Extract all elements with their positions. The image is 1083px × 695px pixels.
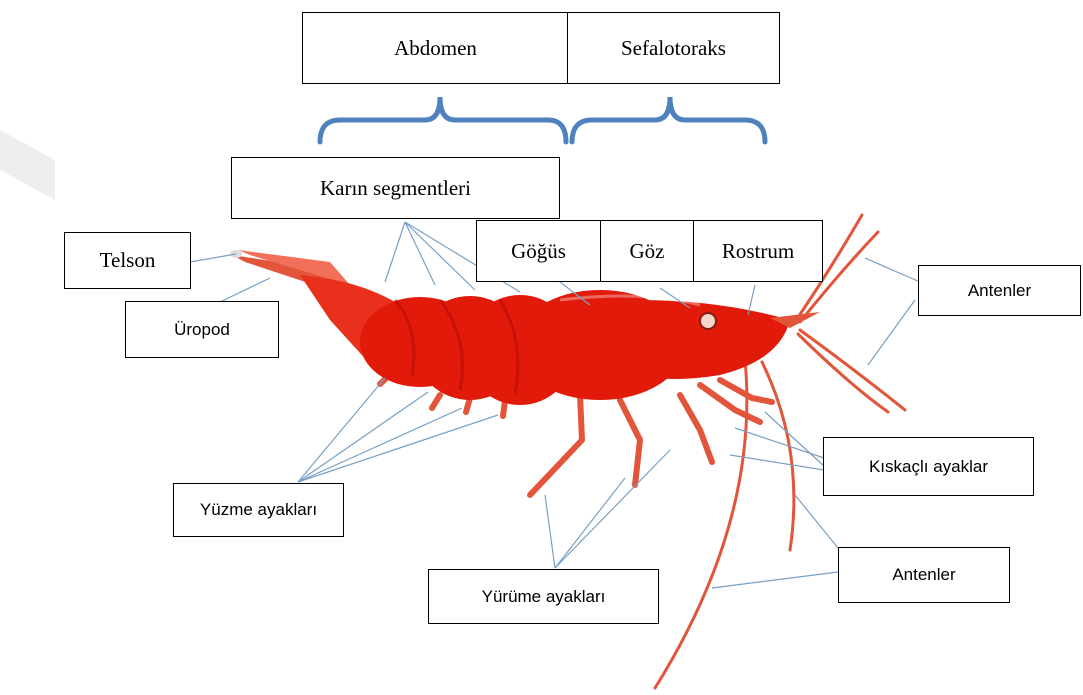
walking-legs-label: Yürüme ayakları [428, 569, 659, 624]
telson-label: Telson [64, 232, 191, 289]
eye-label: Göz [600, 220, 694, 282]
thorax-label: Göğüs [476, 220, 601, 282]
abdomen-label: Abdomen [302, 12, 569, 84]
antennae-lower-label: Antenler [838, 547, 1010, 603]
abdomen-brace [320, 97, 566, 142]
uropod-label: Üropod [125, 301, 279, 358]
rostrum-label: Rostrum [693, 220, 823, 282]
cephalothorax-brace [572, 97, 765, 142]
shrimp-body [300, 275, 790, 405]
chelipeds-label: Kıskaçlı ayaklar [823, 437, 1034, 496]
eye [700, 313, 716, 329]
abdominal-segments-label: Karın segmentleri [231, 157, 560, 219]
antennae-upper-label: Antenler [918, 265, 1081, 316]
section-braces [320, 97, 765, 142]
cephalothorax-label: Sefalotoraks [567, 12, 780, 84]
swimming-legs-label: Yüzme ayakları [173, 483, 344, 537]
